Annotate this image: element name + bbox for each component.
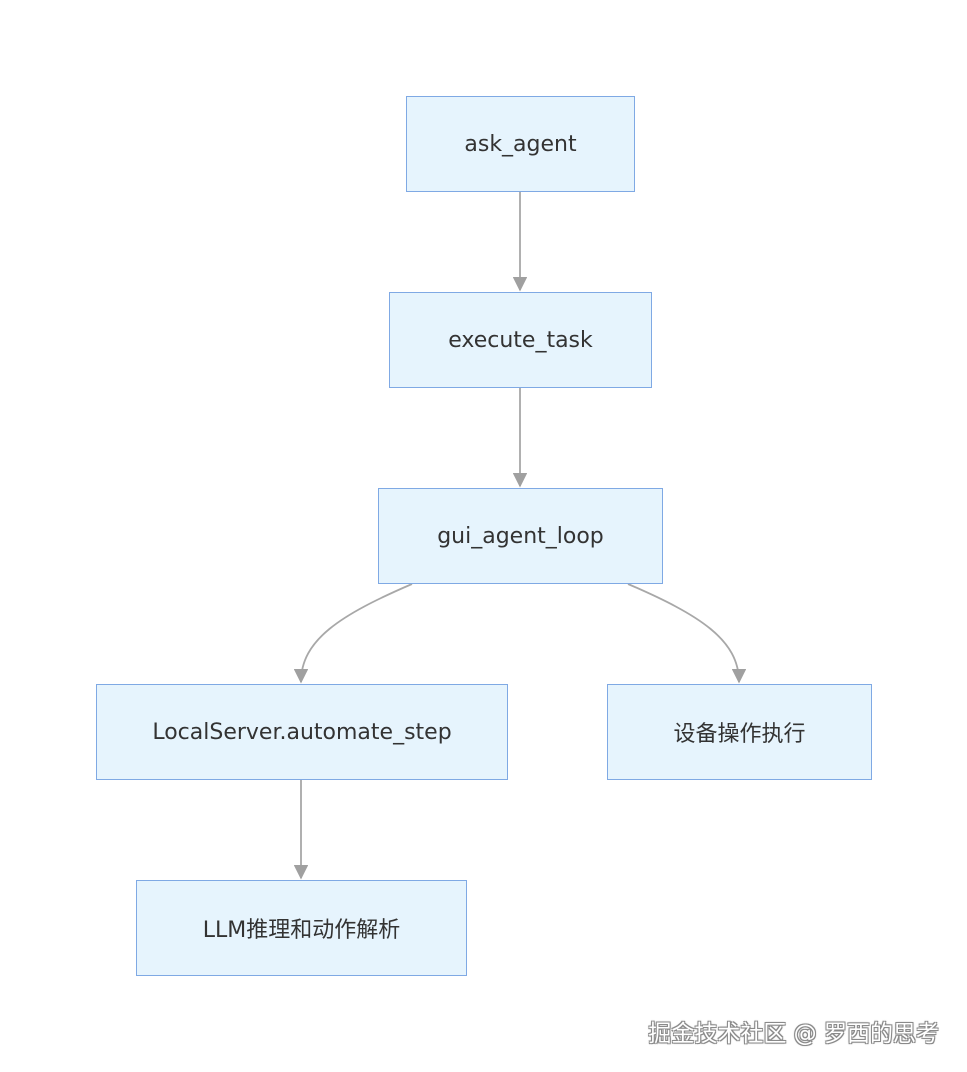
node-gui-agent-loop: gui_agent_loop [378, 488, 663, 584]
node-execute-task: execute_task [389, 292, 652, 388]
node-device-execution-label: 设备操作执行 [673, 722, 806, 747]
node-localserver-automate-step: LocalServer.automate_step [96, 684, 508, 780]
node-ask-agent: ask_agent [406, 96, 635, 192]
node-localserver-automate-step-label: LocalServer.automate_step [152, 719, 452, 745]
watermark: 掘金技术社区 @ 罗西的思考 [648, 1021, 939, 1047]
node-llm-parse: LLM推理和动作解析 [136, 880, 467, 976]
node-execute-task-label: execute_task [448, 327, 593, 353]
node-device-execution: 设备操作执行 [607, 684, 872, 780]
node-gui-agent-loop-label: gui_agent_loop [437, 523, 604, 549]
node-llm-parse-label: LLM推理和动作解析 [202, 918, 401, 943]
edge-loop-to-device [627, 583, 747, 684]
edge-loop-to-localserver [293, 583, 413, 684]
node-ask-agent-label: ask_agent [464, 131, 577, 157]
